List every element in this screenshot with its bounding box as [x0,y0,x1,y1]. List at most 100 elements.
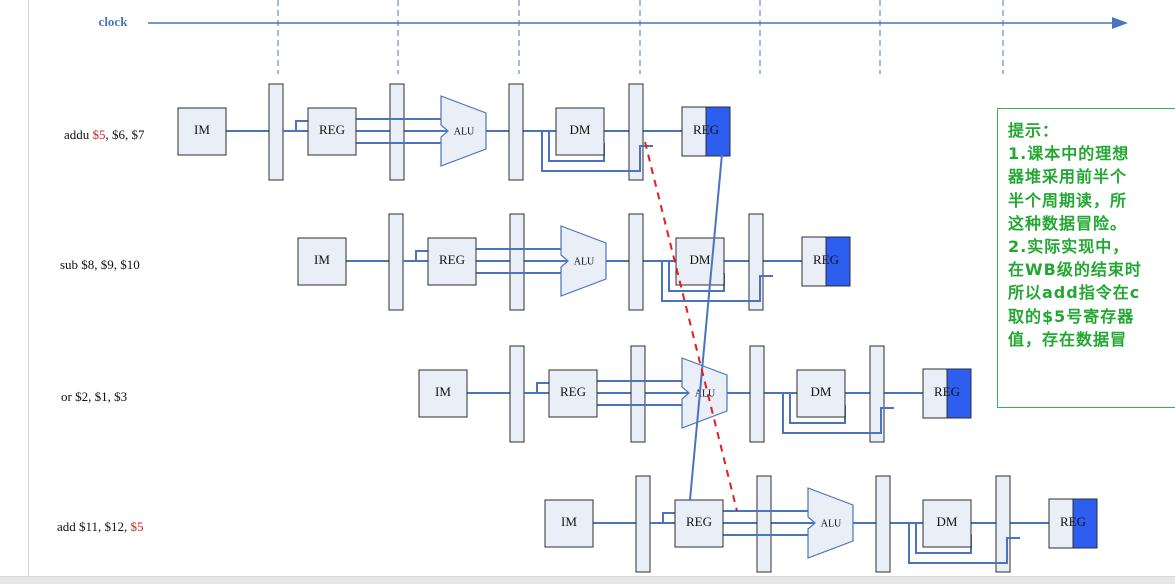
mem-bypass-line [782,393,894,434]
instruction-label: addu $5, $6, $7 [64,127,145,142]
pipeline-register [875,475,891,573]
hint-line: 在WB级的结束时 [1008,260,1142,280]
hazard-register: $5 [131,519,144,534]
alu-label: ALU [695,388,716,399]
dm-label: DM [811,384,832,399]
pipeline-register [389,83,405,181]
clock-cycle-label: clock7 [924,0,957,3]
reg-writeback-label: REG [693,122,719,137]
reg-read-label: REG [560,384,586,399]
hint-line: 取的$5号寄存器 [1008,306,1135,326]
mem-bypass-line [661,261,773,302]
dm-box [796,369,846,418]
instruction-text: add $11, $12, [57,519,131,534]
pipeline-register [756,475,772,573]
hint-line: 所以add指令在c [1008,283,1141,303]
mem-bypass-line [908,523,1020,564]
instruction-text: sub $8, $9, $10 [60,257,140,272]
clock-cycle-label: clock2 [322,0,355,3]
instruction-text: , $6, $7 [106,127,146,142]
reg-writeback-label: REG [813,252,839,267]
pipeline-register [388,213,404,311]
pipeline-register [508,83,524,181]
reg-read-line [650,512,675,524]
reg-writeback-half [705,106,731,157]
dm-box [922,499,972,548]
alu-label: ALU [454,126,475,137]
clock-cycle-label: clock3 [442,0,475,3]
pipeline-register [630,345,646,443]
pipeline-row-2: sub $8, $9, $10 IM REG ALU DM REG [60,213,851,311]
pipeline-register [635,475,651,573]
hazard-register: $5 [93,127,106,142]
hint-line: 2.实际实现中， [1008,237,1130,257]
reg-writeback-half [825,236,851,287]
clock-label: clock [99,14,129,29]
reg-read-label: REG [686,514,712,529]
dm-label: DM [570,122,591,137]
reg-read-box [307,107,357,156]
reg-read-label: REG [439,252,465,267]
clock-cycle-label: clock5 [684,0,717,3]
im-label: IM [194,122,210,137]
reg-writeback-label: REG [934,384,960,399]
instruction-label: sub $8, $9, $10 [60,257,140,272]
bottom-strip [0,576,1175,584]
dm-box [675,237,725,286]
clock-axis-arrowhead [1112,17,1128,29]
instruction-label: add $11, $12, $5 [57,519,144,534]
pipeline-register [268,83,284,181]
hint-line: 值，存在数据冒 [1008,329,1128,349]
dm-box [555,107,605,156]
pipeline-row-4: add $11, $12, $5 IM REG ALU DM REG [57,475,1098,573]
alu-shape [440,95,487,167]
im-label: IM [561,514,577,529]
dm-label: DM [937,514,958,529]
alu-shape [681,357,728,429]
instruction-text: addu [64,127,93,142]
hint-line: 器堆采用前半个 [1008,167,1128,187]
reg-read-label: REG [319,122,345,137]
reg-read-line [403,250,428,262]
im-box [297,237,347,286]
im-box [544,499,594,548]
reg-read-line [283,120,308,132]
dm-label: DM [690,252,711,267]
im-label: IM [314,252,330,267]
pipeline-register [749,345,765,443]
reg-read-box [548,369,598,418]
pipeline-row-3: or $2, $1, $3 IM REG ALU DM REG [61,345,972,443]
reg-read-box [674,499,724,548]
hazard-dashed-line [644,141,738,512]
hint-title: 提示： [1008,121,1060,140]
clock-cycle-label: clock4 [562,0,595,3]
instruction-label: or $2, $1, $3 [61,389,127,404]
alu-label: ALU [821,518,842,529]
hint-line: 1.课本中的理想 [1008,144,1130,164]
pipeline-register [509,345,525,443]
im-label: IM [435,384,451,399]
clock-cycle-label: clock8 [1044,0,1077,3]
reg-writeback-label: REG [1060,514,1086,529]
clock-cycle-label: clock1 [203,0,236,3]
reg-read-box [427,237,477,286]
alu-shape [807,487,854,559]
instruction-text: or $2, $1, $3 [61,389,127,404]
pipeline-register [509,213,525,311]
reg-read-line [524,382,549,394]
im-box [177,107,227,156]
clock-cycle-label: clock6 [804,0,837,3]
alu-label: ALU [574,256,595,267]
alu-shape [560,225,607,297]
mem-bypass-line [541,131,653,172]
pipeline-row-1: addu $5, $6, $7 IM REG ALU DM REG [64,83,731,181]
reg-writeback-half [946,368,972,419]
hint-line: 这种数据冒险。 [1008,213,1128,233]
hint-line: 半个周期读，所 [1008,190,1128,210]
writeback-forward-line [689,153,723,501]
hint-box: 提示： 1.课本中的理想 器堆采用前半个 半个周期读，所 这种数据冒险。 2.实… [997,108,1175,408]
slide-left-border [28,0,29,577]
im-box [418,369,468,418]
